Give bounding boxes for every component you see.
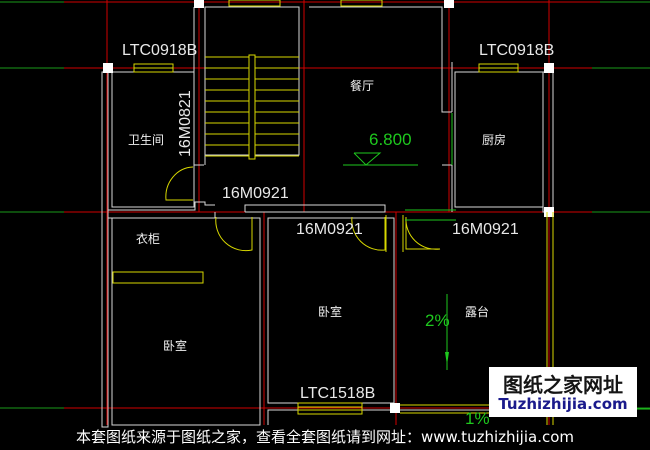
slope-value-bottom: 1% [465,409,490,428]
label-wardrobe: 衣柜 [136,231,160,246]
window-label-bathroom: LTC0918B [122,42,197,59]
door-label-hall: 16M0921 [222,185,289,202]
staircase [205,54,299,160]
door-label-terrace: 16M0921 [452,221,519,238]
room-label-kitchen: 厨房 [482,132,506,147]
window-label-kitchen: LTC0918B [479,42,554,59]
room-label-bedroom-mid: 卧室 [318,304,342,319]
room-label-bedroom-left: 卧室 [163,338,187,353]
door-swings [112,166,441,284]
walls [101,6,554,428]
elevation-value: 6.800 [369,130,412,149]
door-label-bedroom: 16M0921 [296,221,363,238]
window-label-bedroom: LTC1518B [300,385,375,402]
watermark-title: 图纸之家网址 [503,373,623,397]
columns [103,0,554,413]
room-label-dining: 餐厅 [350,78,374,93]
footer-source-text: 本套图纸来源于图纸之家，查看全套图纸请到网址：www.tuzhizhijia.c… [75,428,574,446]
room-label-bathroom: 卫生间 [128,133,164,147]
watermark-badge: 图纸之家网址 Tuzhizhijia.com [489,367,637,417]
slope-arrow-icon [445,352,449,365]
room-label-terrace: 露台 [465,304,489,319]
annotations [343,113,650,410]
watermark-url: Tuzhizhijia.com [498,395,628,413]
slope-value-terrace: 2% [425,311,450,330]
door-label-bathroom: 16M0821 [177,90,194,157]
